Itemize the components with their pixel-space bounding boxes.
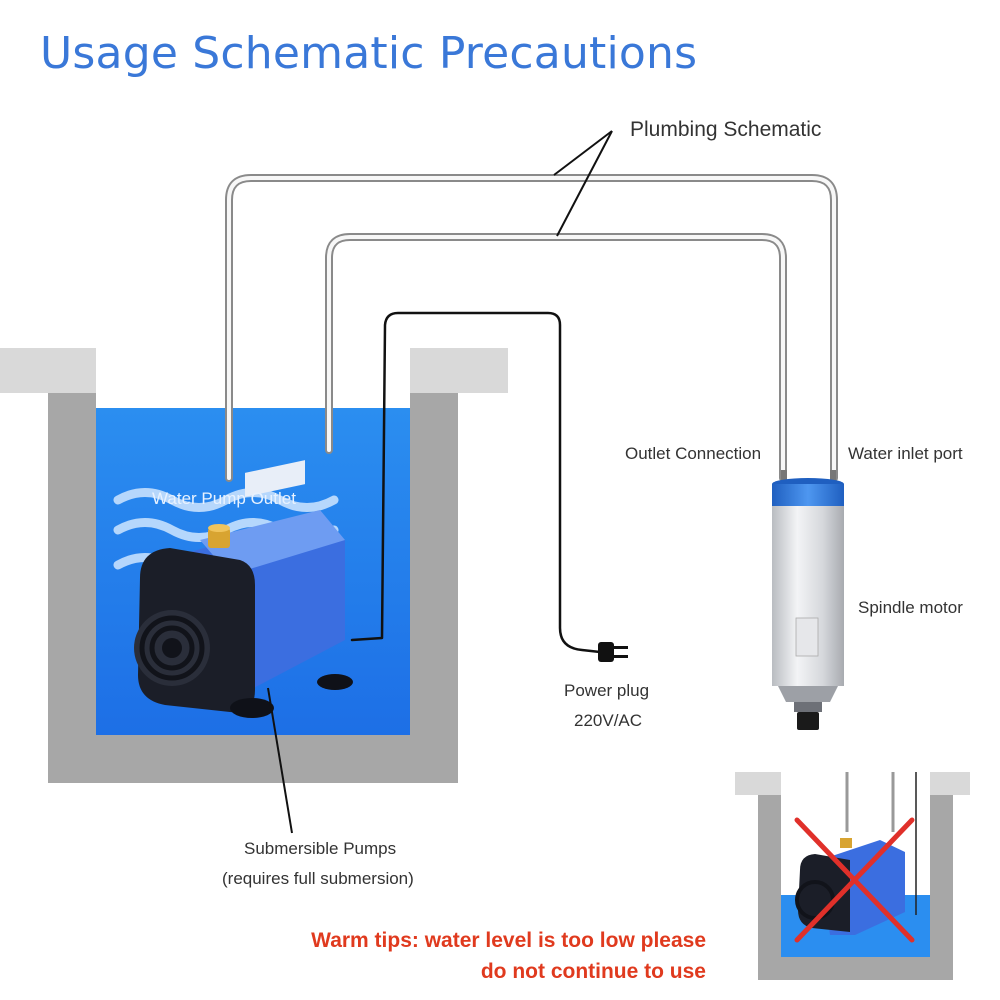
cross-icon	[794, 817, 915, 943]
submersible-pumps-label: Submersible Pumps	[244, 839, 397, 858]
submersible-pump	[134, 460, 353, 718]
power-plug-label: Power plug	[564, 681, 650, 700]
plumbing-pointer	[553, 130, 613, 237]
tank-bottom	[48, 735, 458, 783]
warning-line-2: do not continue to use	[480, 960, 706, 983]
tank-right-wall	[410, 393, 458, 783]
plumbing-schematic-label: Plumbing Schematic	[630, 118, 822, 141]
power-plug	[598, 642, 628, 662]
page-title: Usage Schematic Precautions	[40, 28, 698, 79]
warning-line-1: Warm tips: water level is too low please	[311, 929, 706, 952]
outlet-connection-label: Outlet Connection	[625, 444, 762, 463]
pipes	[225, 174, 838, 654]
warning-text: Warm tips: water level is too low please…	[230, 925, 706, 987]
submersion-note-label: (requires full submersion)	[222, 869, 414, 888]
tank-left-wall	[48, 393, 96, 783]
water-inlet-port-label: Water inlet port	[848, 444, 963, 463]
spindle-motor-label: Spindle motor	[858, 598, 963, 617]
water-pump-outlet-label: Water Pump Outlet	[152, 489, 296, 508]
pump-pointer	[267, 687, 293, 834]
power-voltage-label: 220V/AC	[574, 711, 643, 730]
spindle-motor	[772, 470, 844, 730]
low-water-tank	[735, 772, 970, 980]
